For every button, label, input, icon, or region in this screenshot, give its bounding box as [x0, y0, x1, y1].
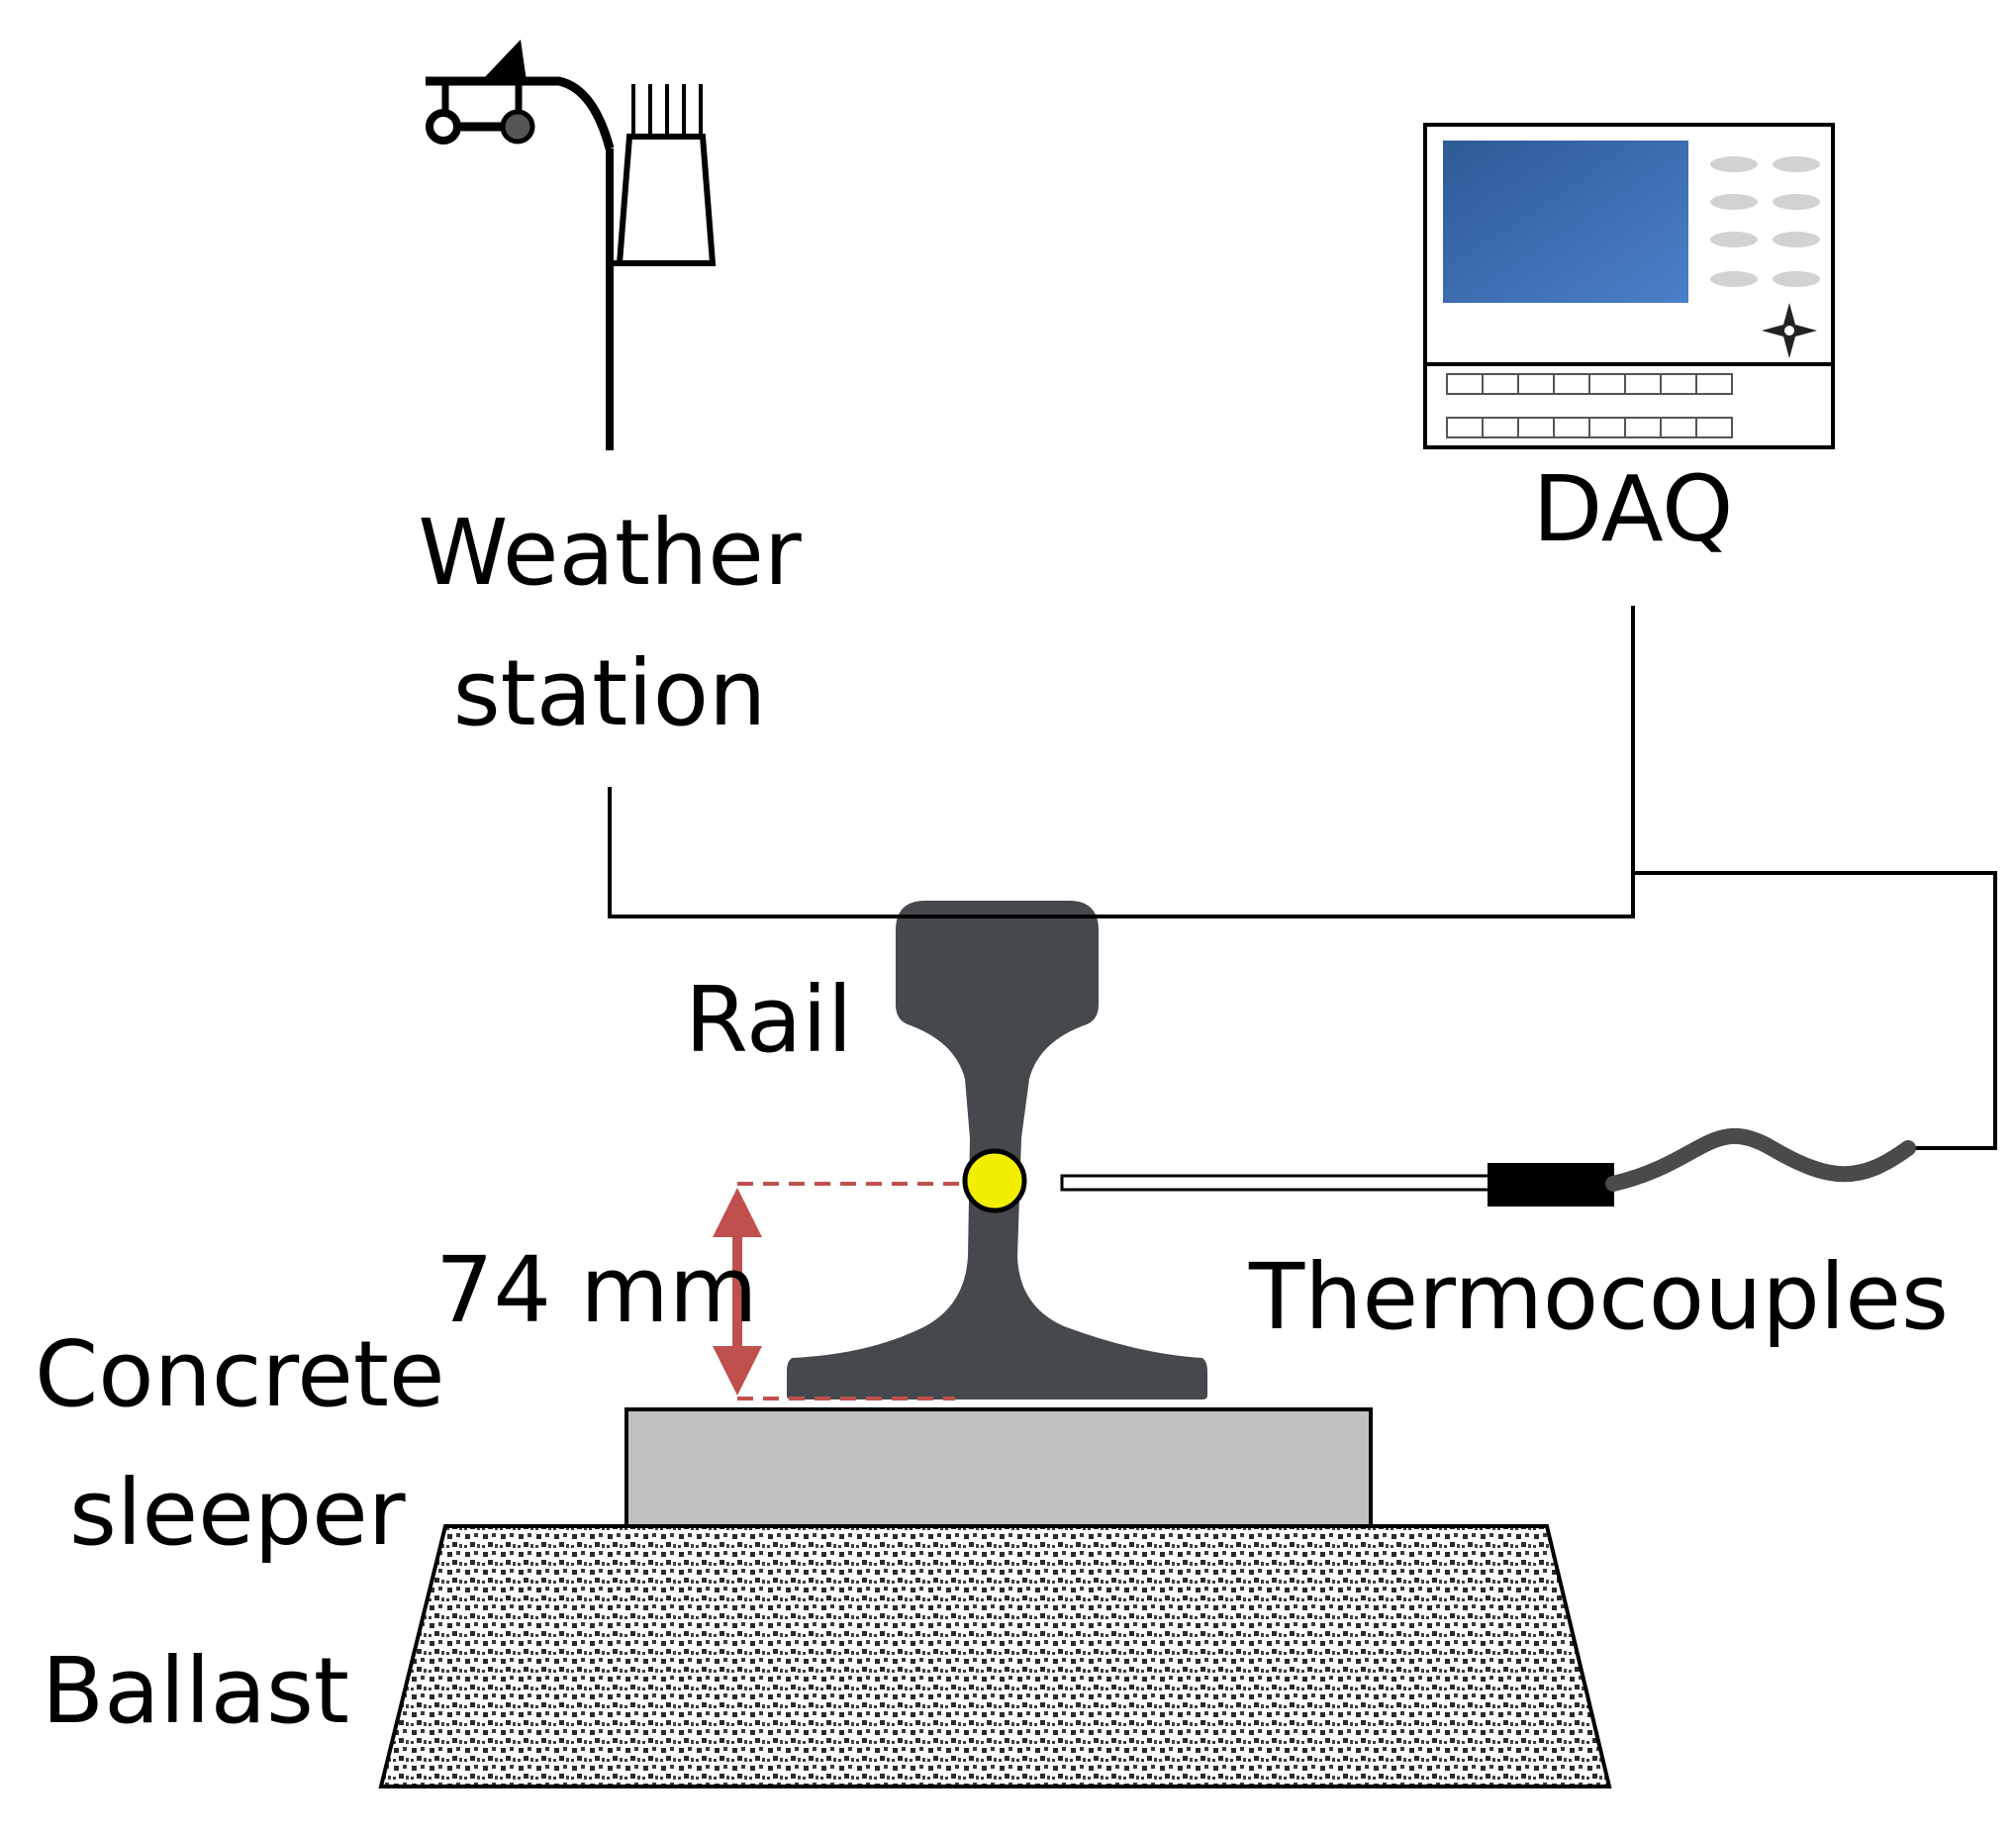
weather-station-label-line2: station	[453, 640, 767, 746]
thermocouples-label: Thermocouples	[1248, 1244, 1949, 1350]
sleeper-label-line1: Concrete	[35, 1321, 445, 1427]
dimension-label: 74 mm	[435, 1237, 758, 1343]
sleeper-icon	[624, 1407, 1373, 1528]
thermocouple-measurement-point	[962, 1148, 1027, 1213]
ballast-label: Ballast	[42, 1638, 349, 1744]
dimension-arrow-icon	[713, 1182, 975, 1400]
thermocouple-probe-icon	[1060, 1127, 1916, 1207]
sleeper-label-line2: sleeper	[69, 1460, 406, 1566]
rail-label: Rail	[685, 967, 852, 1073]
thermocouple-wire	[1633, 871, 1997, 1150]
weather-station-icon	[426, 40, 717, 450]
daq-label: DAQ	[1533, 456, 1734, 562]
weather-station-wire	[608, 606, 1635, 918]
ballast-icon	[378, 1524, 1612, 1788]
weather-station-label-line1: Weather	[418, 500, 802, 606]
daq-icon	[1423, 123, 1835, 449]
